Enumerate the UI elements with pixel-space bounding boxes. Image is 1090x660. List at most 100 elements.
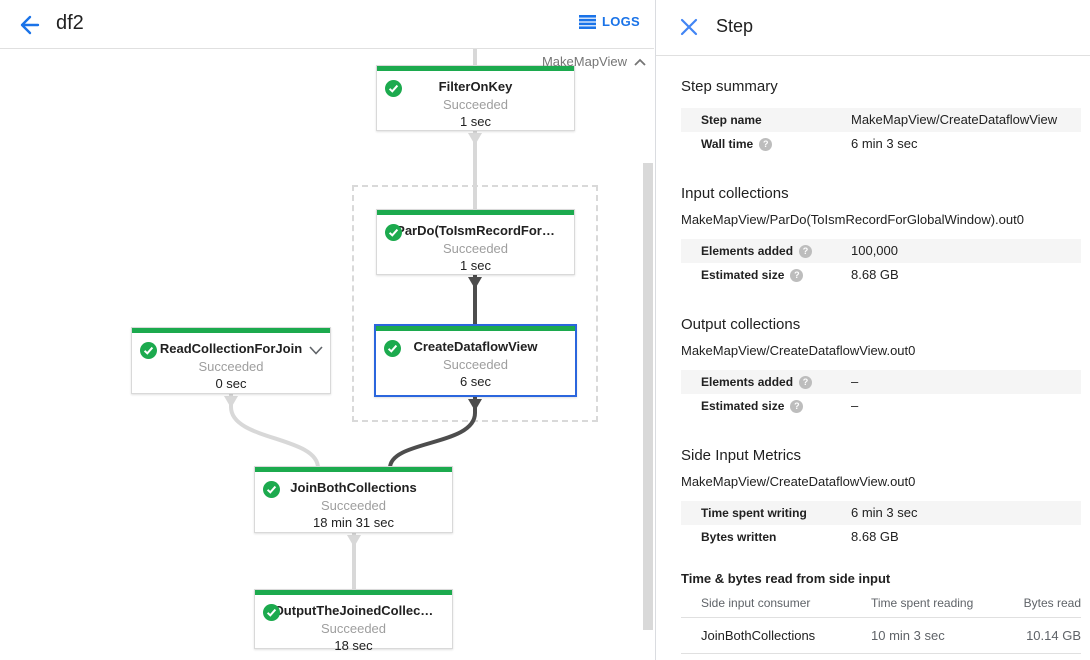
kv-label-text: Step name [701,113,762,127]
graph-pane: df2 LOGS [0,0,654,660]
node-status: Succeeded [442,241,509,256]
panel-title: Step [716,16,754,36]
kv-value: 6 min 3 sec [851,505,918,520]
node-title: JoinBothCollections [290,480,417,495]
output-collections-heading: Output collections [681,316,801,333]
node-time: 1 sec [459,258,492,273]
col-header-bytes-read: Bytes read [1001,588,1081,618]
graph-node-filteronkey[interactable]: FilterOnKey Succeeded 1 sec [376,65,575,131]
kv-row-time-spent-writing: Time spent writing 6 min 3 sec [681,501,1081,525]
help-icon[interactable]: ? [790,268,804,282]
help-icon[interactable]: ? [790,399,804,413]
graph-node-readcollectionforjoin[interactable]: ReadCollectionForJoin Succeeded 0 sec [131,327,331,394]
check-circle-icon [263,481,280,498]
node-time: 1 sec [459,114,492,129]
help-icon[interactable]: ? [799,375,813,389]
node-title: ParDo(ToIsmRecordFor… [396,223,555,238]
input-collection-name: MakeMapView/ParDo(ToIsmRecordForGlobalWi… [681,212,1024,227]
kv-value: 100,000 [851,243,898,258]
kv-row-bytes-written: Bytes written 8.68 GB [681,525,1081,549]
node-status-bar [376,326,575,331]
job-title: df2 [56,12,84,34]
cell-consumer: JoinBothCollections [681,617,871,654]
kv-label-text: Elements added [701,375,794,389]
kv-value: MakeMapView/CreateDataflowView [851,112,1058,127]
node-time: 6 sec [459,374,492,389]
check-circle-icon [385,224,402,241]
check-circle-icon [385,80,402,97]
side-input-table-heading: Time & bytes read from side input [681,571,891,586]
kv-row-estimated-size: Estimated size ? – [681,394,1081,418]
top-bar: df2 LOGS [0,0,654,49]
kv-row-estimated-size: Estimated size ? 8.68 GB [681,263,1081,287]
graph-node-joinbothcollections[interactable]: JoinBothCollections Succeeded 18 min 31 … [254,466,453,533]
step-summary-heading: Step summary [681,78,778,95]
col-header-time-reading: Time spent reading [871,588,1001,618]
node-title: ReadCollectionForJoin [159,341,303,356]
graph-canvas[interactable]: MakeMapView FilterOnKey Succeeded 1 sec [0,49,654,660]
back-arrow-icon[interactable] [14,12,40,38]
graph-node-pardo-toismrecord[interactable]: ParDo(ToIsmRecordFor… Succeeded 1 sec [376,209,575,275]
graph-node-createdataflowview[interactable]: CreateDataflowView Succeeded 6 sec [374,324,577,397]
kv-label-text: Bytes written [701,530,777,544]
node-title: OutputTheJoinedCollec… [273,603,434,618]
node-title: FilterOnKey [438,79,513,94]
kv-value: – [851,374,859,389]
check-circle-icon [140,342,157,359]
panel-header: Step [656,0,1090,56]
help-icon[interactable]: ? [799,244,813,258]
check-circle-icon [384,340,401,357]
node-title: CreateDataflowView [413,339,538,354]
node-status: Succeeded [320,621,387,636]
kv-value: 8.68 GB [851,529,899,544]
chevron-down-icon[interactable] [309,346,323,355]
side-input-collection-name: MakeMapView/CreateDataflowView.out0 [681,474,916,489]
node-status-bar [377,66,574,71]
logs-list-icon [578,14,596,29]
kv-label-text: Elements added [701,244,794,258]
kv-value: – [851,398,859,413]
cell-time-reading: 10 min 3 sec [871,617,1001,654]
node-time: 0 sec [215,376,247,391]
graph-node-outputthejoined[interactable]: OutputTheJoinedCollec… Succeeded 18 sec [254,589,453,653]
output-collection-name: MakeMapView/CreateDataflowView.out0 [681,343,916,358]
node-status-bar [255,590,452,595]
node-status-bar [377,210,574,215]
side-input-metrics-rows: Time spent writing 6 min 3 sec Bytes wri… [681,501,1081,549]
kv-row-elements-added: Elements added ? 100,000 [681,239,1081,263]
node-status: Succeeded [320,498,387,513]
step-details-panel: Step Step summary Step name MakeMapView/… [655,0,1090,660]
kv-row-elements-added: Elements added ? – [681,370,1081,394]
makemapview-group-toggle[interactable]: MakeMapView [542,54,646,69]
node-time: 18 min 31 sec [313,515,394,530]
kv-label-text: Estimated size [701,399,785,413]
node-status-bar [255,467,452,472]
logs-button[interactable]: LOGS [578,14,640,29]
col-header-consumer: Side input consumer [681,588,871,618]
vertical-scrollbar[interactable] [643,163,653,630]
output-collections-rows: Elements added ? – Estimated size ? – [681,370,1081,418]
kv-value: 6 min 3 sec [851,136,918,151]
cell-bytes-read: 10.14 GB [1001,617,1081,654]
kv-value: 8.68 GB [851,267,899,282]
kv-row-wall-time: Wall time ? 6 min 3 sec [681,132,1081,156]
close-icon[interactable] [680,18,698,36]
makemapview-group-label: MakeMapView [541,54,627,69]
input-collections-rows: Elements added ? 100,000 Estimated size … [681,239,1081,287]
step-summary-rows: Step name MakeMapView/CreateDataflowView… [681,108,1081,156]
node-status-bar [132,328,330,333]
help-icon[interactable]: ? [759,137,773,151]
table-header-row: Side input consumer Time spent reading B… [681,588,1081,618]
node-status: Succeeded [442,357,509,372]
node-status: Succeeded [442,97,509,112]
kv-label-text: Estimated size [701,268,785,282]
node-status: Succeeded [198,359,264,374]
side-input-table: Side input consumer Time spent reading B… [681,588,1081,654]
side-input-metrics-heading: Side Input Metrics [681,447,802,464]
input-collections-heading: Input collections [681,185,789,202]
table-row: JoinBothCollections 10 min 3 sec 10.14 G… [681,617,1081,654]
panel-content: Step summary Step name MakeMapView/Creat… [656,56,1090,654]
kv-label-text: Wall time [701,137,754,151]
kv-row-step-name: Step name MakeMapView/CreateDataflowView [681,108,1081,132]
node-time: 18 sec [334,638,373,653]
